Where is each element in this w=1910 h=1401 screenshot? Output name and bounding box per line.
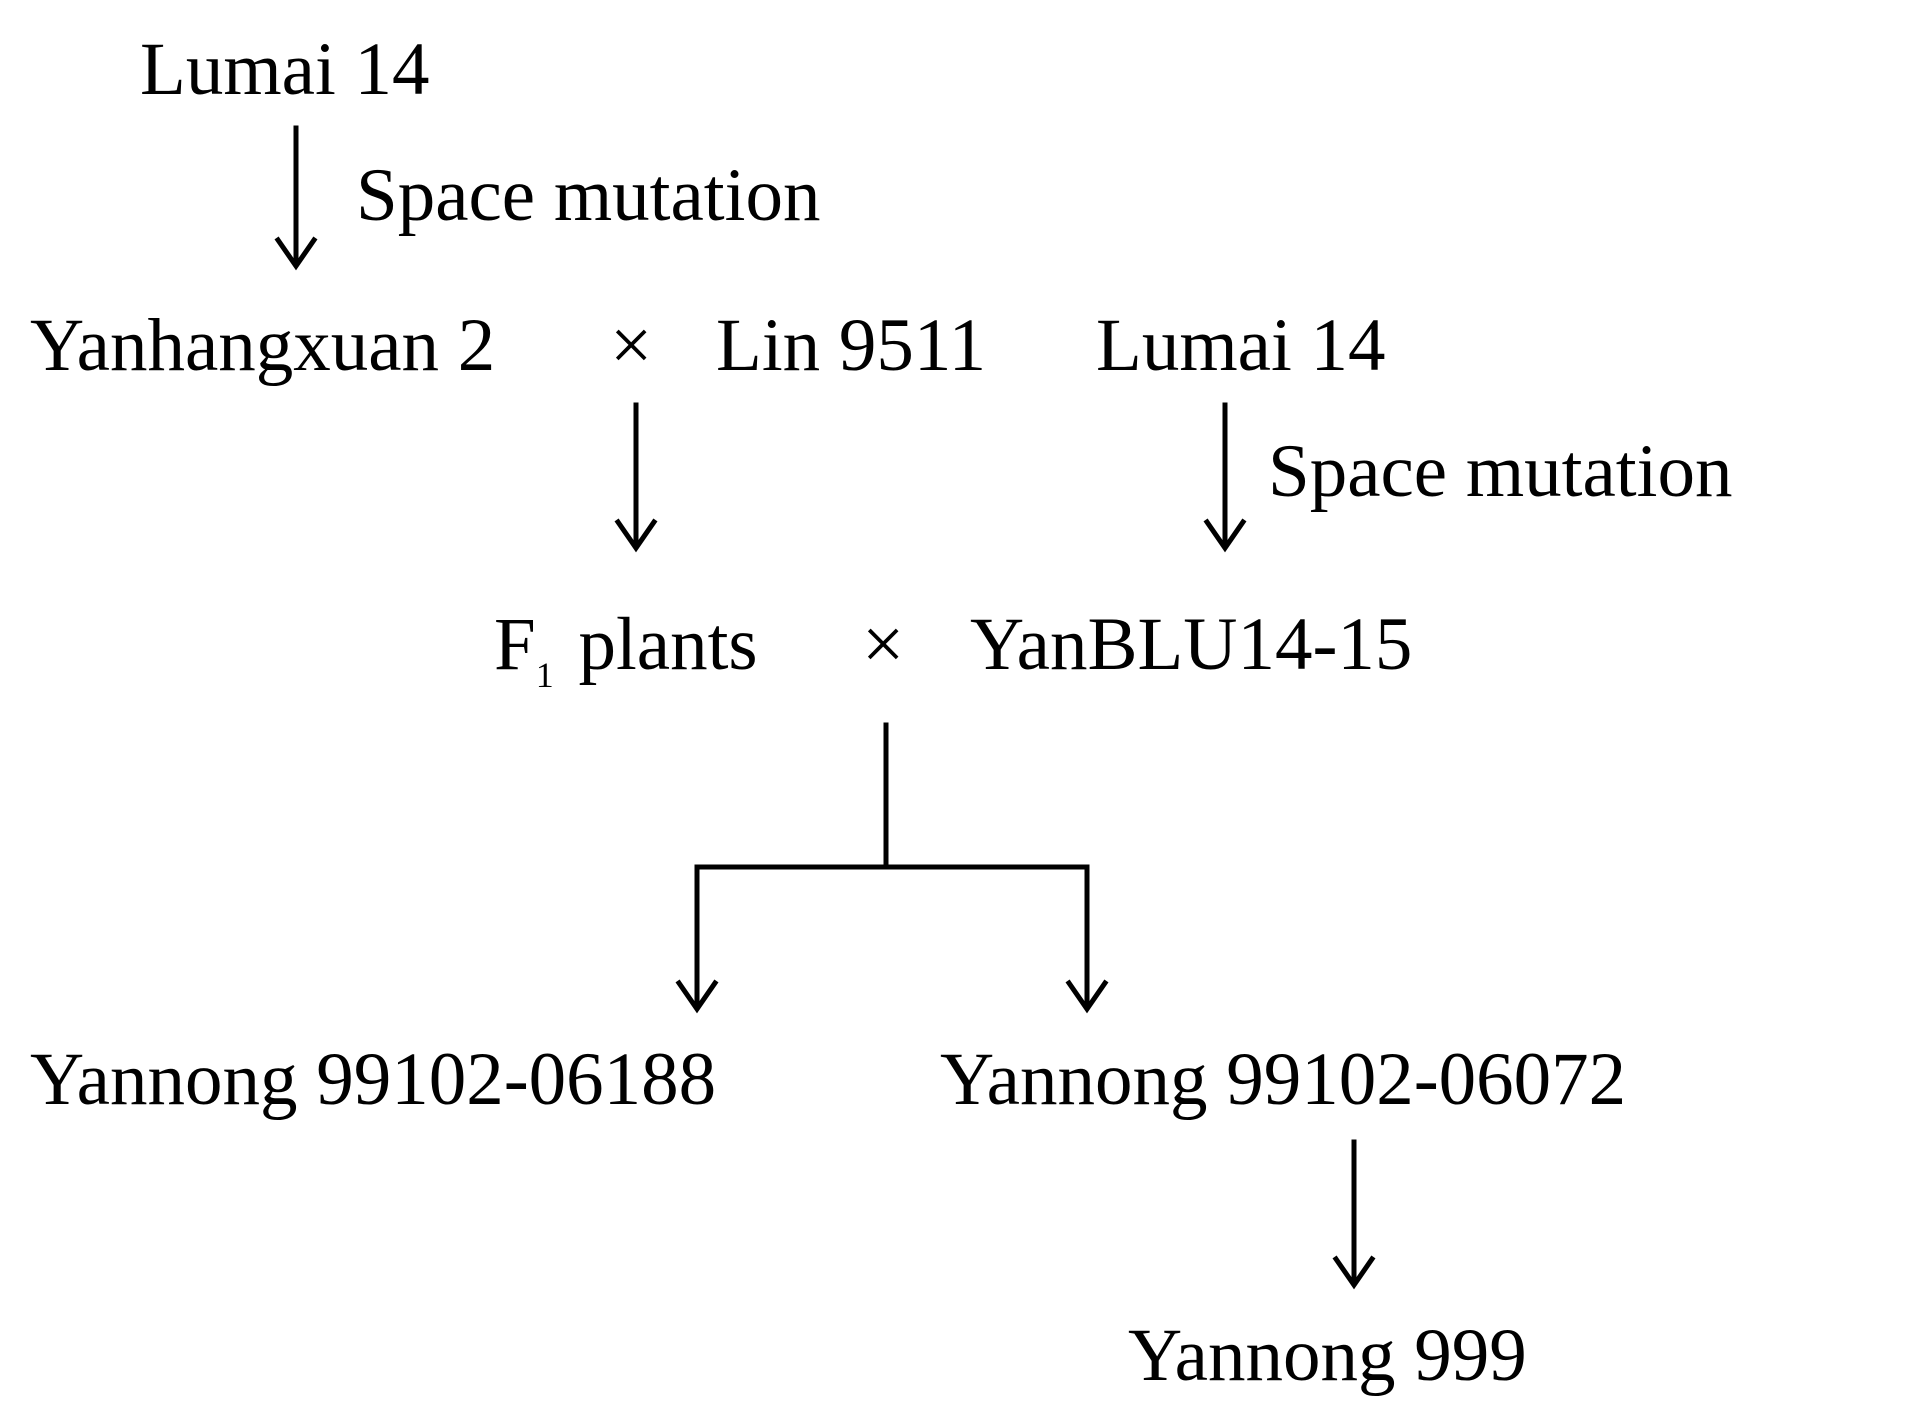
node-yanhangxuan-2: Yanhangxuan 2 (30, 304, 496, 387)
branch-connector (694, 722, 1090, 870)
arrow-lumai-to-yanblu (1203, 402, 1247, 553)
node-yanblu14-15: YanBLU14-15 (970, 603, 1413, 686)
cross-symbol-2: × (862, 603, 905, 686)
node-lumai-14-top: Lumai 14 (140, 28, 430, 111)
node-yannong-99102-06072: Yannong 99102-06072 (940, 1038, 1627, 1121)
node-lumai-14-right: Lumai 14 (1096, 304, 1386, 387)
f1-letter: F (494, 603, 536, 686)
arrow-lumai-to-yanhangxuan (274, 125, 318, 271)
node-yannong-999: Yannong 999 (1128, 1314, 1527, 1397)
arrow-cross-to-f1 (614, 402, 658, 553)
arrow-06072-to-999 (1332, 1139, 1376, 1290)
f1-subscript: 1 (535, 655, 554, 695)
label-space-mutation-2: Space mutation (1268, 430, 1733, 513)
cross-symbol-1: × (610, 304, 653, 387)
arrow-branch-to-06188 (675, 864, 719, 1014)
node-f1-plants: F1 plants (494, 607, 758, 693)
node-yannong-99102-06188: Yannong 99102-06188 (30, 1038, 717, 1121)
label-space-mutation-1: Space mutation (356, 154, 821, 237)
arrow-branch-to-06072 (1065, 864, 1109, 1014)
f1-plants-text: plants (578, 603, 758, 686)
node-lin-9511: Lin 9511 (716, 304, 987, 387)
